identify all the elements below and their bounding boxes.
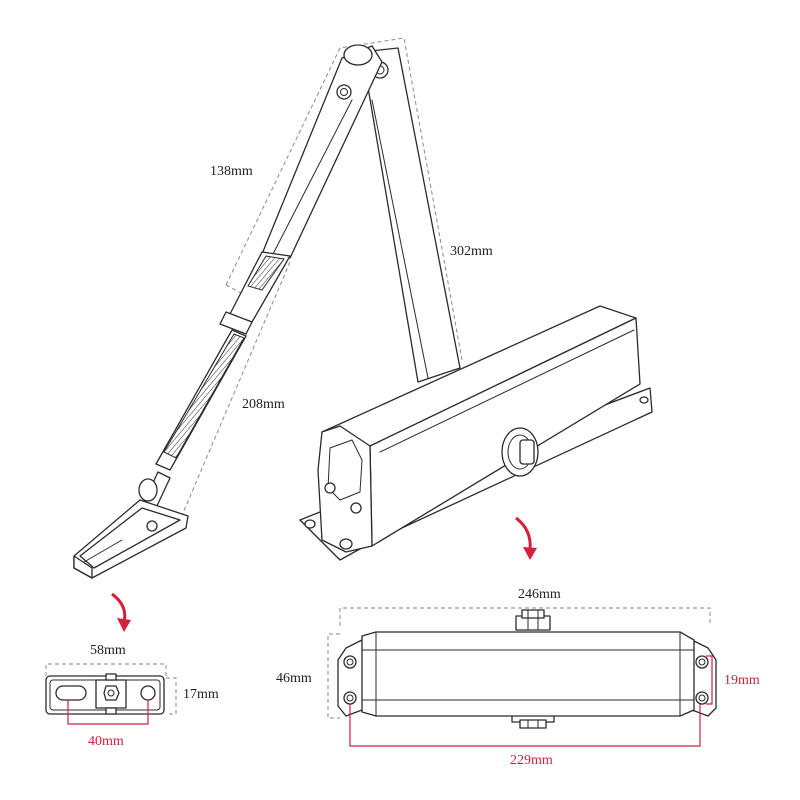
main-arm [361, 47, 461, 383]
label-arm-rod: 208mm [242, 397, 285, 412]
label-body-height: 46mm [276, 671, 312, 686]
label-body-length: 246mm [518, 587, 561, 602]
arrow-down-icon [515, 516, 537, 560]
upper-arm [219, 44, 383, 335]
body-front-view [327, 607, 717, 747]
label-bracket-hole-spacing: 40mm [88, 734, 124, 749]
label-bracket-length: 58mm [90, 643, 126, 658]
label-hole-spacing-long: 229mm [510, 753, 553, 768]
label-hole-spacing-short: 19mm [724, 673, 760, 688]
label-arm-main: 302mm [450, 244, 493, 259]
closer-body [299, 305, 653, 561]
arm-bracket [73, 471, 189, 579]
label-arm-upper: 138mm [210, 164, 253, 179]
arrow-down-icon [111, 592, 131, 632]
bracket-top-view [45, 663, 177, 725]
threaded-rod [155, 329, 247, 471]
label-bracket-height: 17mm [183, 687, 219, 702]
dimension-labels: 138mm 302mm 208mm 58mm 17mm 40mm 246mm 4… [88, 164, 760, 768]
